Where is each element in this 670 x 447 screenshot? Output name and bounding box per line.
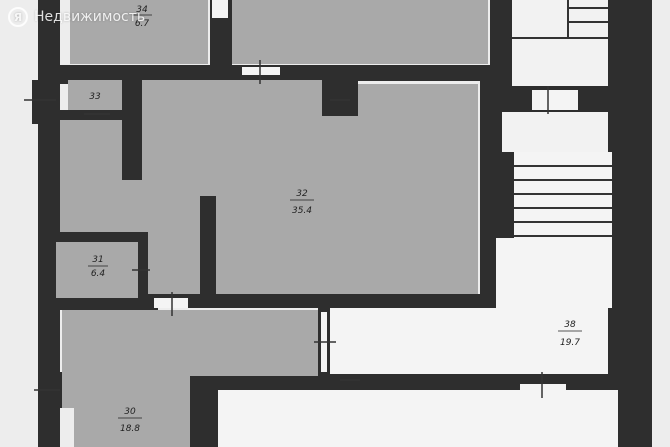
room-33-number: 33 <box>89 92 101 102</box>
room-38 <box>330 308 608 374</box>
room-38-area: 19.7 <box>560 338 580 348</box>
room-32-number: 32 <box>296 189 308 199</box>
openings <box>24 0 578 398</box>
watermark: Я Недвижимость <box>8 7 145 27</box>
room-labels: 34 6.7 33 32 35.4 31 6.4 30 18.8 38 19.7 <box>88 5 582 434</box>
corridor <box>496 238 612 308</box>
rooms <box>56 0 618 447</box>
stairs <box>512 0 612 237</box>
room-31-number: 31 <box>92 255 103 265</box>
room-lower-right <box>218 390 618 447</box>
watermark-text: Недвижимость <box>34 9 146 25</box>
room-30-number: 30 <box>124 407 136 417</box>
room-38-number: 38 <box>564 320 576 330</box>
shaft-top <box>512 0 608 86</box>
room-32-area: 35.4 <box>292 206 312 216</box>
room-30-area: 18.8 <box>120 424 140 434</box>
room-upper <box>232 0 488 64</box>
room-30 <box>62 310 318 447</box>
room-32 <box>60 80 478 294</box>
room-34 <box>70 0 208 64</box>
yandex-logo-icon: Я <box>8 7 28 27</box>
room-34-area: 6.7 <box>135 19 150 29</box>
room-34-number: 34 <box>136 5 148 15</box>
room-31 <box>56 242 138 298</box>
landing <box>502 112 608 152</box>
room-33 <box>68 80 122 110</box>
room-31-area: 6.4 <box>91 269 106 279</box>
